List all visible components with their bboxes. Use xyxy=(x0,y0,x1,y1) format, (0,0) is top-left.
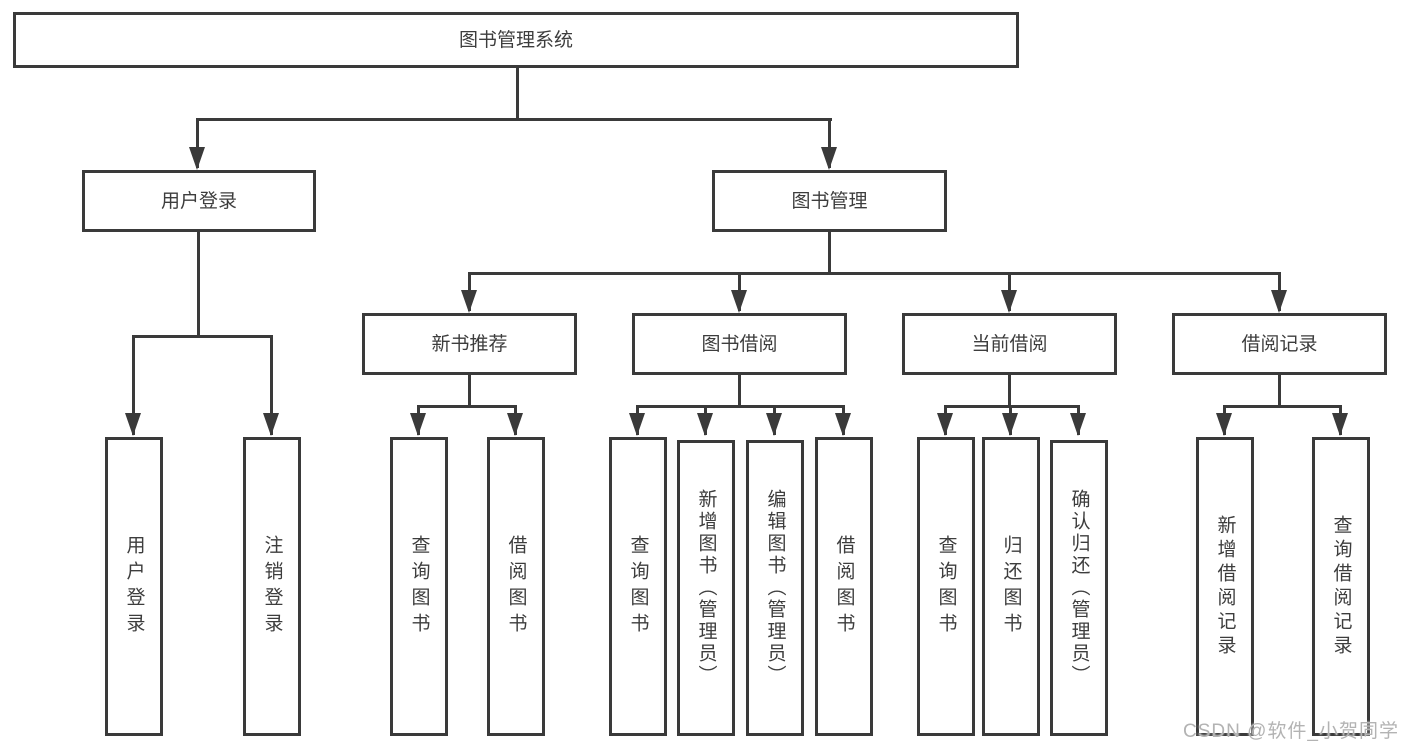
node-label: 借阅图书 xyxy=(833,534,855,639)
connector-line xyxy=(468,375,471,405)
arrow-down-icon xyxy=(1002,413,1018,436)
node-label: 查询借阅记录 xyxy=(1330,514,1352,659)
arrow-down-icon xyxy=(1216,413,1232,436)
connector-line xyxy=(516,68,519,119)
arrow-down-icon xyxy=(766,413,782,436)
connector-line xyxy=(468,272,1281,275)
connector-line xyxy=(417,405,517,408)
node-leaf-return-books: 归还图书 xyxy=(982,437,1040,736)
node-label: 注销登录 xyxy=(261,534,283,639)
connector-line xyxy=(828,232,831,272)
node-label: 归还图书 xyxy=(1000,534,1022,639)
arrow-down-icon xyxy=(1070,413,1086,436)
node-label: 新增图书（管理员） xyxy=(695,489,717,687)
connector-line xyxy=(1008,375,1011,405)
node-leaf-borrow-books-1: 借阅图书 xyxy=(487,437,545,736)
connector-line xyxy=(828,118,831,168)
node-leaf-logout: 注销登录 xyxy=(243,437,301,736)
node-label: 新增借阅记录 xyxy=(1214,514,1236,659)
node-leaf-borrow-books-2: 借阅图书 xyxy=(815,437,873,736)
node-label: 图书管理系统 xyxy=(458,29,573,51)
node-label: 借阅图书 xyxy=(505,534,527,639)
node-label: 确认归还（管理员） xyxy=(1068,489,1090,687)
arrow-down-icon xyxy=(263,413,279,436)
node-leaf-add-borrow-record: 新增借阅记录 xyxy=(1196,437,1254,736)
arrow-down-icon xyxy=(937,413,953,436)
connector-line xyxy=(270,335,273,435)
node-leaf-confirm-return-admin: 确认归还（管理员） xyxy=(1050,440,1108,736)
arrow-down-icon xyxy=(507,413,523,436)
node-new-book-recommend: 新书推荐 xyxy=(362,313,577,375)
connector-line xyxy=(197,232,200,335)
node-leaf-query-books-2: 查询图书 xyxy=(609,437,667,736)
node-label: 查询图书 xyxy=(935,534,957,639)
node-label: 查询图书 xyxy=(408,534,430,639)
node-label: 新书推荐 xyxy=(431,333,508,355)
arrow-down-icon xyxy=(461,290,477,313)
csdn-watermark: CSDN @软件_小贺同学 xyxy=(1183,721,1399,742)
node-book-borrowing: 图书借阅 xyxy=(632,313,847,375)
connector-line xyxy=(1278,375,1281,405)
connector-line xyxy=(636,405,845,408)
node-leaf-query-books-3: 查询图书 xyxy=(917,437,975,736)
node-label: 编辑图书（管理员） xyxy=(764,489,786,687)
node-user-login: 用户登录 xyxy=(82,170,316,232)
arrow-down-icon xyxy=(1271,290,1287,313)
connector-line xyxy=(738,375,741,405)
arrow-down-icon xyxy=(731,290,747,313)
node-label: 图书管理 xyxy=(791,190,868,212)
node-leaf-query-books-1: 查询图书 xyxy=(390,437,448,736)
node-root-library-management-system: 图书管理系统 xyxy=(13,12,1019,68)
node-leaf-add-books-admin: 新增图书（管理员） xyxy=(677,440,735,736)
arrow-down-icon xyxy=(1332,413,1348,436)
connector-line xyxy=(132,335,273,338)
node-label: 用户登录 xyxy=(160,190,237,212)
connector-line xyxy=(132,335,135,435)
arrow-down-icon xyxy=(629,413,645,436)
node-leaf-edit-books-admin: 编辑图书（管理员） xyxy=(746,440,804,736)
node-label: 图书借阅 xyxy=(701,333,778,355)
node-borrowing-records: 借阅记录 xyxy=(1172,313,1387,375)
node-book-management: 图书管理 xyxy=(712,170,947,232)
node-leaf-query-borrow-record: 查询借阅记录 xyxy=(1312,437,1370,736)
arrow-down-icon xyxy=(1001,290,1017,313)
node-label: 借阅记录 xyxy=(1241,333,1318,355)
node-label: 当前借阅 xyxy=(971,333,1048,355)
node-label: 用户登录 xyxy=(123,534,145,639)
connector-line xyxy=(944,405,1080,408)
node-label: 查询图书 xyxy=(627,534,649,639)
connector-line xyxy=(196,118,199,168)
arrow-down-icon xyxy=(821,147,837,170)
node-current-borrowing: 当前借阅 xyxy=(902,313,1117,375)
node-leaf-user-login: 用户登录 xyxy=(105,437,163,736)
arrow-down-icon xyxy=(125,413,141,436)
connector-line xyxy=(1223,405,1340,408)
arrow-down-icon xyxy=(697,413,713,436)
arrow-down-icon xyxy=(189,147,205,170)
arrow-down-icon xyxy=(410,413,426,436)
connector-line xyxy=(196,118,832,121)
arrow-down-icon xyxy=(835,413,851,436)
